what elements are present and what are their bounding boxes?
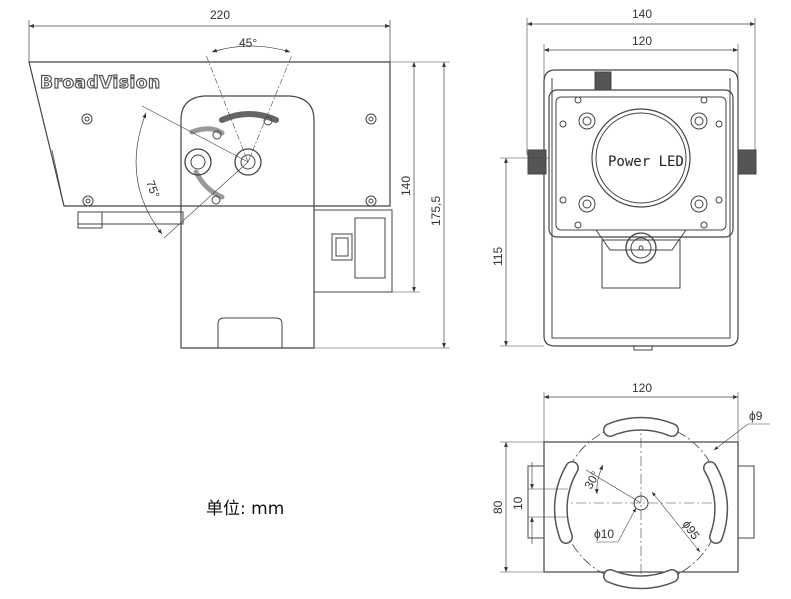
unit-label: 单位: mm (206, 499, 285, 519)
base-view (500, 392, 770, 590)
side-view (28, 20, 450, 349)
dim-side-width: 220 (210, 8, 230, 22)
dim-base-width: 120 (632, 381, 652, 395)
dim-side-height-body: 140 (399, 176, 413, 196)
brand-logo: BroadVision (40, 73, 161, 93)
dim-base-depth: 80 (491, 500, 505, 514)
dim-hole-diameter: ϕ9 (749, 409, 763, 423)
dim-side-height-total: 175,5 (429, 196, 443, 226)
power-led-label: Power LED (608, 154, 684, 170)
dim-front-width-outer: 140 (632, 7, 652, 21)
dim-front-width-inner: 120 (632, 34, 652, 48)
dim-slot-angle: 30° (581, 469, 602, 492)
dim-front-axis-height: 115 (491, 247, 505, 266)
dim-bolt-circle: ϕ95 (680, 518, 703, 543)
dim-tilt-angle: 45° (239, 36, 257, 50)
dim-slot-width: 10 (511, 496, 525, 510)
front-view (500, 18, 757, 351)
dim-pan-angle: 75° (143, 178, 162, 200)
dim-center-hole: ϕ10 (594, 527, 614, 541)
